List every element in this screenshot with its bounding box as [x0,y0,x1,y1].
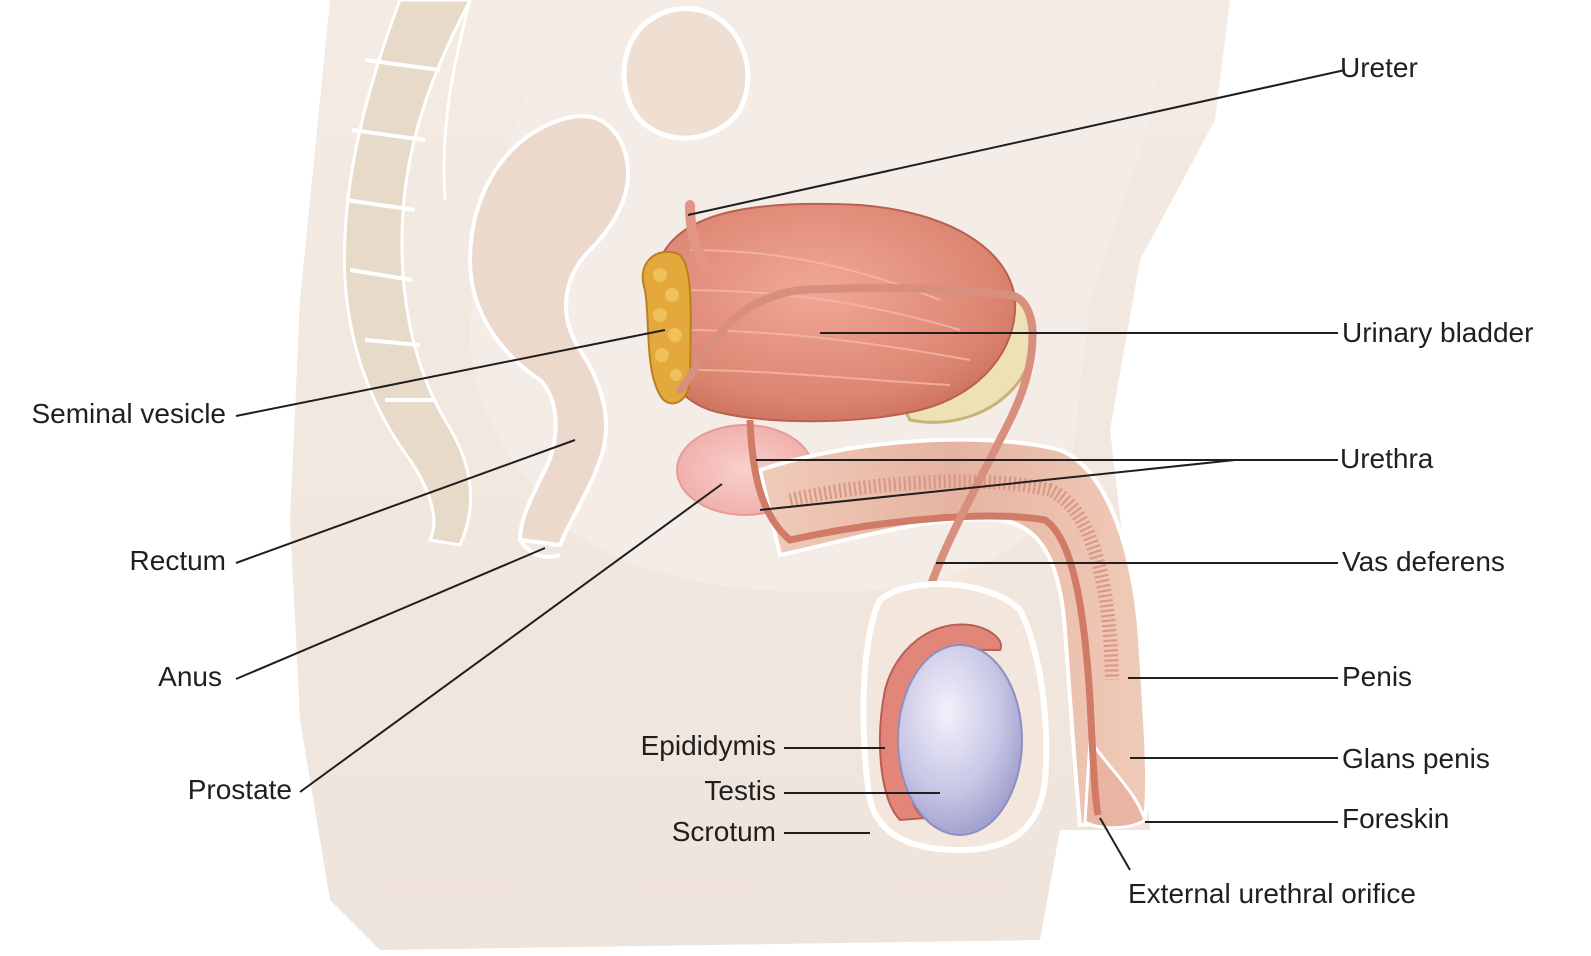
testis-organ [898,645,1022,835]
label-penis: Penis [1342,661,1412,693]
label-ureter: Ureter [1340,52,1418,84]
label-epididymis: Epididymis [500,730,776,762]
label-anus: Anus [0,661,222,693]
label-foreskin: Foreskin [1342,803,1449,835]
label-seminal-vesicle: Seminal vesicle [0,398,226,430]
label-scrotum: Scrotum [500,816,776,848]
label-external-urethral-orifice: External urethral orifice [1128,878,1416,910]
label-urethra: Urethra [1340,443,1433,475]
label-testis: Testis [500,775,776,807]
label-urinary-bladder: Urinary bladder [1342,317,1533,349]
label-prostate: Prostate [0,774,292,806]
label-glans-penis: Glans penis [1342,743,1490,775]
label-vas-deferens: Vas deferens [1342,546,1505,578]
urinary-bladder [653,204,1015,421]
label-rectum: Rectum [0,545,226,577]
